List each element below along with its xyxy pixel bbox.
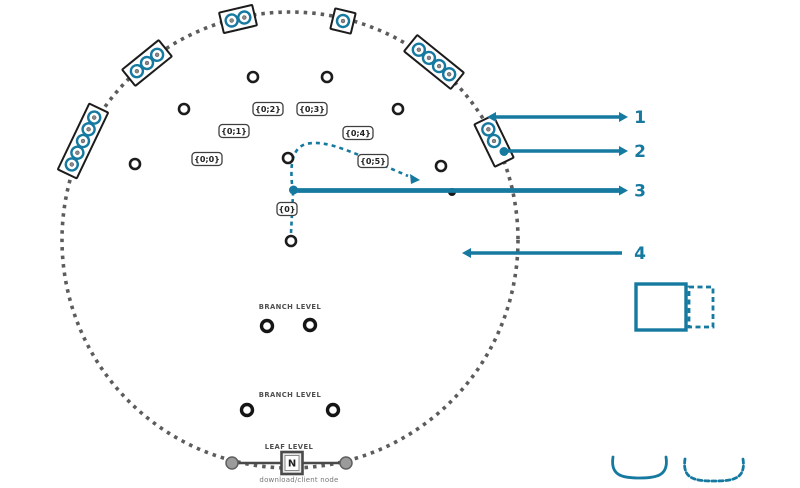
legend-solid-rect-icon — [634, 282, 688, 332]
peer-node-center-icon — [134, 69, 140, 74]
tree-node-dot-icon — [128, 157, 142, 171]
peer-node-center-icon — [154, 52, 160, 57]
callout-left-arrow-icon — [462, 248, 471, 258]
leaf-node-caption: download/client node — [259, 476, 338, 484]
peer-group-box — [329, 7, 357, 35]
tree-node-label-box — [342, 125, 374, 141]
peer-node-center-icon — [340, 18, 346, 24]
tree-node-label-box — [276, 201, 298, 217]
callout-number: 1 — [634, 108, 646, 128]
peer-node-center-icon — [491, 138, 497, 144]
peer-group-box — [121, 39, 173, 87]
peer-node-center-icon — [75, 150, 80, 155]
branch-level-label: BRANCH LEVEL — [259, 391, 322, 399]
tree-node-label: {0;2} — [255, 105, 281, 114]
underbrace-solid — [611, 455, 668, 480]
tree-node-dot-icon — [320, 70, 334, 84]
tree-node-dot-icon — [246, 70, 260, 84]
peer-group-box — [403, 34, 465, 90]
peer-group-box — [57, 102, 109, 180]
branch-ring-icon — [302, 317, 318, 333]
tree-node-dot-icon — [434, 159, 448, 173]
tree-node-label: {0;3} — [299, 105, 325, 114]
ring-junction-ball-icon — [339, 456, 353, 470]
peer-node-center-icon — [69, 162, 74, 167]
peer-node-center-icon — [486, 127, 491, 132]
tree-node-label-box — [296, 101, 328, 117]
peer-node-center-icon — [80, 138, 86, 144]
callout-right-arrow-icon — [619, 112, 628, 122]
callout-left-arrow-icon — [487, 112, 496, 122]
tree-node-label-box — [218, 123, 250, 139]
callout-number: 3 — [634, 182, 646, 202]
leaf-node-box-inner — [284, 455, 300, 471]
peer-node-center-icon — [92, 115, 97, 120]
peer-group-box — [218, 4, 258, 34]
peer-node-center-icon — [86, 127, 91, 132]
root-node-dot-icon — [284, 234, 298, 248]
callout-right-arrow-icon — [619, 146, 628, 156]
legend-dashed-rect-icon — [687, 285, 715, 329]
root-uplink-dashed — [289, 193, 295, 234]
peer-node-center-icon — [242, 15, 247, 20]
peer-node-center-icon — [426, 55, 432, 61]
peer-node-center-icon — [144, 60, 150, 66]
ring-junction-ball-icon — [225, 456, 239, 470]
peer-group-box — [473, 114, 515, 168]
underbrace-dashed — [683, 457, 745, 483]
tree-node-label: {0;4} — [345, 129, 371, 138]
branch-ring-icon — [239, 402, 255, 418]
peer-node-center-icon — [416, 47, 421, 52]
tree-node-label-box — [252, 101, 284, 117]
tree-node-label-box — [357, 153, 389, 169]
callout-dot-icon — [499, 147, 509, 156]
callout-right-arrow-icon — [619, 185, 628, 196]
tree-node-dot-icon — [391, 102, 405, 116]
join-curve-dashed — [290, 141, 409, 185]
tree-node-label-box — [191, 151, 223, 167]
tree-node-dot-icon — [177, 102, 191, 116]
tree-node-label: {0;5} — [360, 157, 386, 166]
branch-level-label: BRANCH LEVEL — [259, 303, 322, 311]
tree-node-label: {0;1} — [221, 127, 247, 136]
peer-node-center-icon — [436, 63, 442, 69]
callout-number: 2 — [634, 142, 646, 162]
peer-node-center-icon — [229, 18, 234, 23]
peer-node-center-icon — [447, 72, 452, 77]
join-curve-arrowhead — [410, 174, 420, 184]
tree-node-label: {0} — [279, 205, 296, 214]
callout-number: 4 — [634, 244, 646, 264]
branch-ring-icon — [325, 402, 341, 418]
tree-node-label: {0;0} — [194, 155, 220, 164]
leaf-node-letter: N — [288, 459, 296, 470]
leaf-level-label: LEAF LEVEL — [265, 443, 314, 451]
branch-ring-icon — [259, 318, 275, 334]
tree-node-dot-icon — [281, 151, 295, 165]
